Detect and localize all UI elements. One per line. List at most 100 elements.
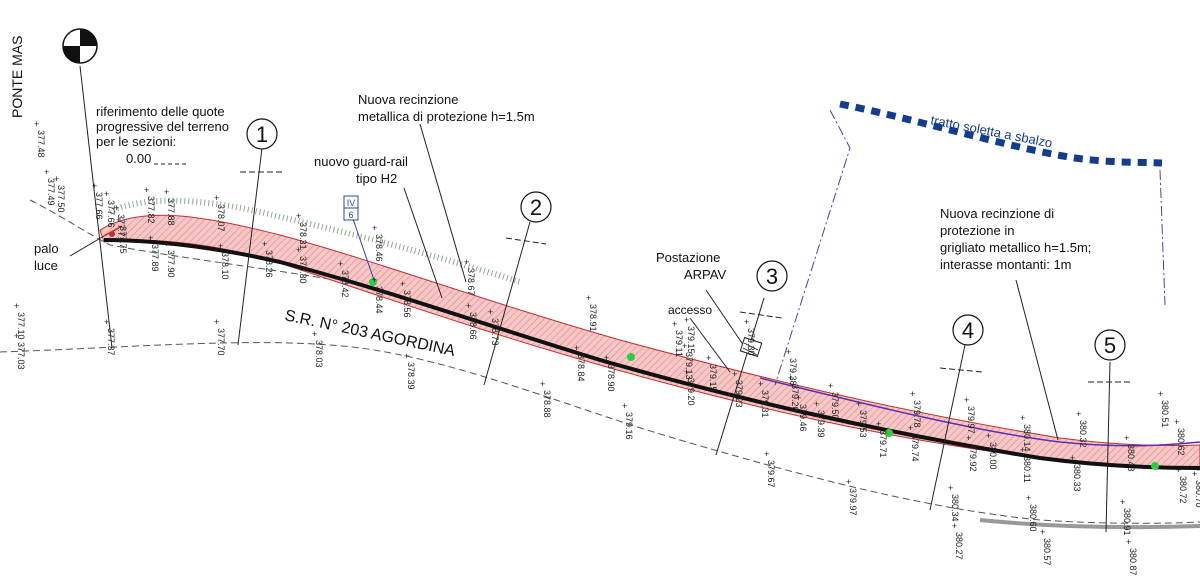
elevation-point-mark: + (104, 189, 109, 199)
label-road-name: S.R. N° 203 AGORDINA (283, 307, 457, 360)
leader-arpav (705, 289, 745, 347)
elevation-label: 379.78 (912, 400, 922, 428)
leader-palo (69, 235, 105, 257)
elevation-label: 378.67 (466, 268, 476, 296)
elevation-point-mark: + (372, 223, 377, 233)
elevation-point-mark: + (540, 379, 545, 389)
elevation-point-mark: + (908, 423, 913, 433)
section-line-2 (483, 221, 531, 386)
elevation-point-mark: + (1070, 453, 1075, 463)
elevation-label: 377.66 (106, 200, 116, 228)
elevation-point-mark: + (574, 343, 579, 353)
elevation-label: 378.10 (220, 252, 230, 280)
label-recinzione-2: Nuova recinzione di (940, 206, 1054, 221)
section-marker-2: 2 (520, 191, 552, 223)
elevation-label: 380.70 (1194, 480, 1200, 508)
elevation-point-mark: + (372, 275, 377, 285)
elevation-point-mark: + (814, 399, 819, 409)
elevation-label: 377.82 (146, 196, 156, 224)
elevation-label: 377.48 (36, 130, 46, 158)
leader-recinzione-2 (1015, 279, 1059, 441)
elevation-label: 378.66 (468, 312, 478, 340)
elevation-point-mark: + (1120, 497, 1125, 507)
elevation-point-mark: + (400, 279, 405, 289)
elevation-label: 379.20 (790, 384, 800, 412)
elevation-label: 377.37 (106, 328, 116, 356)
elevation-label: 377.50 (56, 185, 66, 213)
elevation-label: 380.34 (950, 494, 960, 522)
elevation-label: 378.56 (402, 290, 412, 318)
elevation-point-mark: + (312, 329, 317, 339)
svg-text:4: 4 (962, 318, 974, 343)
section-marker-4: 4 (952, 314, 984, 346)
elevation-label: 379.39 (816, 410, 826, 438)
elevation-label: 378.73 (490, 318, 500, 346)
elevation-label: 380.00 (988, 442, 998, 470)
label-recinzione-2: grigliato metallico h=1.5m; (940, 240, 1091, 255)
light-pole-icon (103, 225, 123, 237)
elevation-label: 379.97 (966, 406, 976, 434)
elevation-label: 379.67 (766, 460, 776, 488)
elevation-label: 378.42 (340, 270, 350, 298)
elevation-label: 378.44 (374, 286, 384, 314)
elevation-point-mark: + (1124, 433, 1129, 443)
marker-green (1151, 462, 1159, 470)
elevation-label: 378.03 (314, 340, 324, 368)
elevation-label: 379.74 (910, 434, 920, 462)
label-riferimento: per le sezioni: (96, 134, 176, 149)
label-recinzione-2: protezione in (940, 223, 1014, 238)
elevation-point-mark: + (214, 317, 219, 327)
elevation-label: 378.30 (298, 256, 308, 284)
elevation-label: 380.91 (1122, 508, 1132, 536)
elevation-point-mark: + (964, 395, 969, 405)
boundary-dashdot (774, 109, 851, 386)
elevation-point-mark: + (144, 185, 149, 195)
marker-green (885, 429, 893, 437)
elevation-label: 377.89 (150, 244, 160, 272)
elevation-point-mark: + (1020, 413, 1025, 423)
elevation-point-mark: + (604, 353, 609, 363)
elevation-label: 379.92 (968, 444, 978, 472)
road-edge-grey (979, 518, 1200, 530)
elevation-point-mark: + (1176, 465, 1181, 475)
elevation-point-mark: + (338, 259, 343, 269)
elevation-label: 379.97 (848, 488, 858, 516)
label-palo-luce: palo (34, 241, 59, 256)
label-soletta: tratto soletta a sbalzo (929, 112, 1053, 150)
elevation-label: 378.26 (264, 250, 274, 278)
elevation-label: 377.71 (116, 214, 126, 242)
section-line-1 (237, 147, 263, 346)
elevation-point-mark: + (404, 351, 409, 361)
elevation-point-mark: + (856, 399, 861, 409)
svg-text:IV: IV (347, 198, 356, 208)
elevation-label: 379.38 (788, 358, 798, 386)
label-recinzione-1: Nuova recinzione (358, 92, 458, 107)
elevation-label: 380.60 (1028, 504, 1038, 532)
elevation-label: 379.30 (746, 328, 756, 356)
elevation-label: 379.23 (734, 380, 744, 408)
elevation-label: 379.46 (798, 404, 808, 432)
elevation-label: 378.39 (406, 362, 416, 390)
elevation-label: 377.88 (166, 198, 176, 226)
survey-target-icon (62, 28, 98, 64)
elevation-point-mark: + (952, 521, 957, 531)
elevation-point-mark: + (1192, 469, 1197, 479)
label-riferimento: progressive del terreno (96, 119, 229, 134)
elevation-point-mark: + (622, 401, 627, 411)
section-line-3 (715, 297, 765, 456)
elevation-point-mark: + (262, 239, 267, 249)
elevation-point-mark: + (1158, 389, 1163, 399)
elevation-label: 379.71 (878, 430, 888, 458)
detail-tag: IV 6 (343, 195, 359, 221)
elevation-point-mark: + (764, 449, 769, 459)
elevation-label: 377.03 (16, 342, 26, 370)
elevation-point-mark: + (54, 174, 59, 184)
elevation-point-mark: + (104, 317, 109, 327)
protection-strip-hatch (100, 215, 1200, 468)
elevation-label: 379.31 (760, 390, 770, 418)
elevation-point-mark: + (1026, 493, 1031, 503)
elevation-label: 377.70 (216, 328, 226, 356)
elevation-point-mark: + (796, 393, 801, 403)
label-recinzione-1: metallica di protezione h=1.5m (358, 109, 535, 124)
elevation-point-mark: + (34, 119, 39, 129)
